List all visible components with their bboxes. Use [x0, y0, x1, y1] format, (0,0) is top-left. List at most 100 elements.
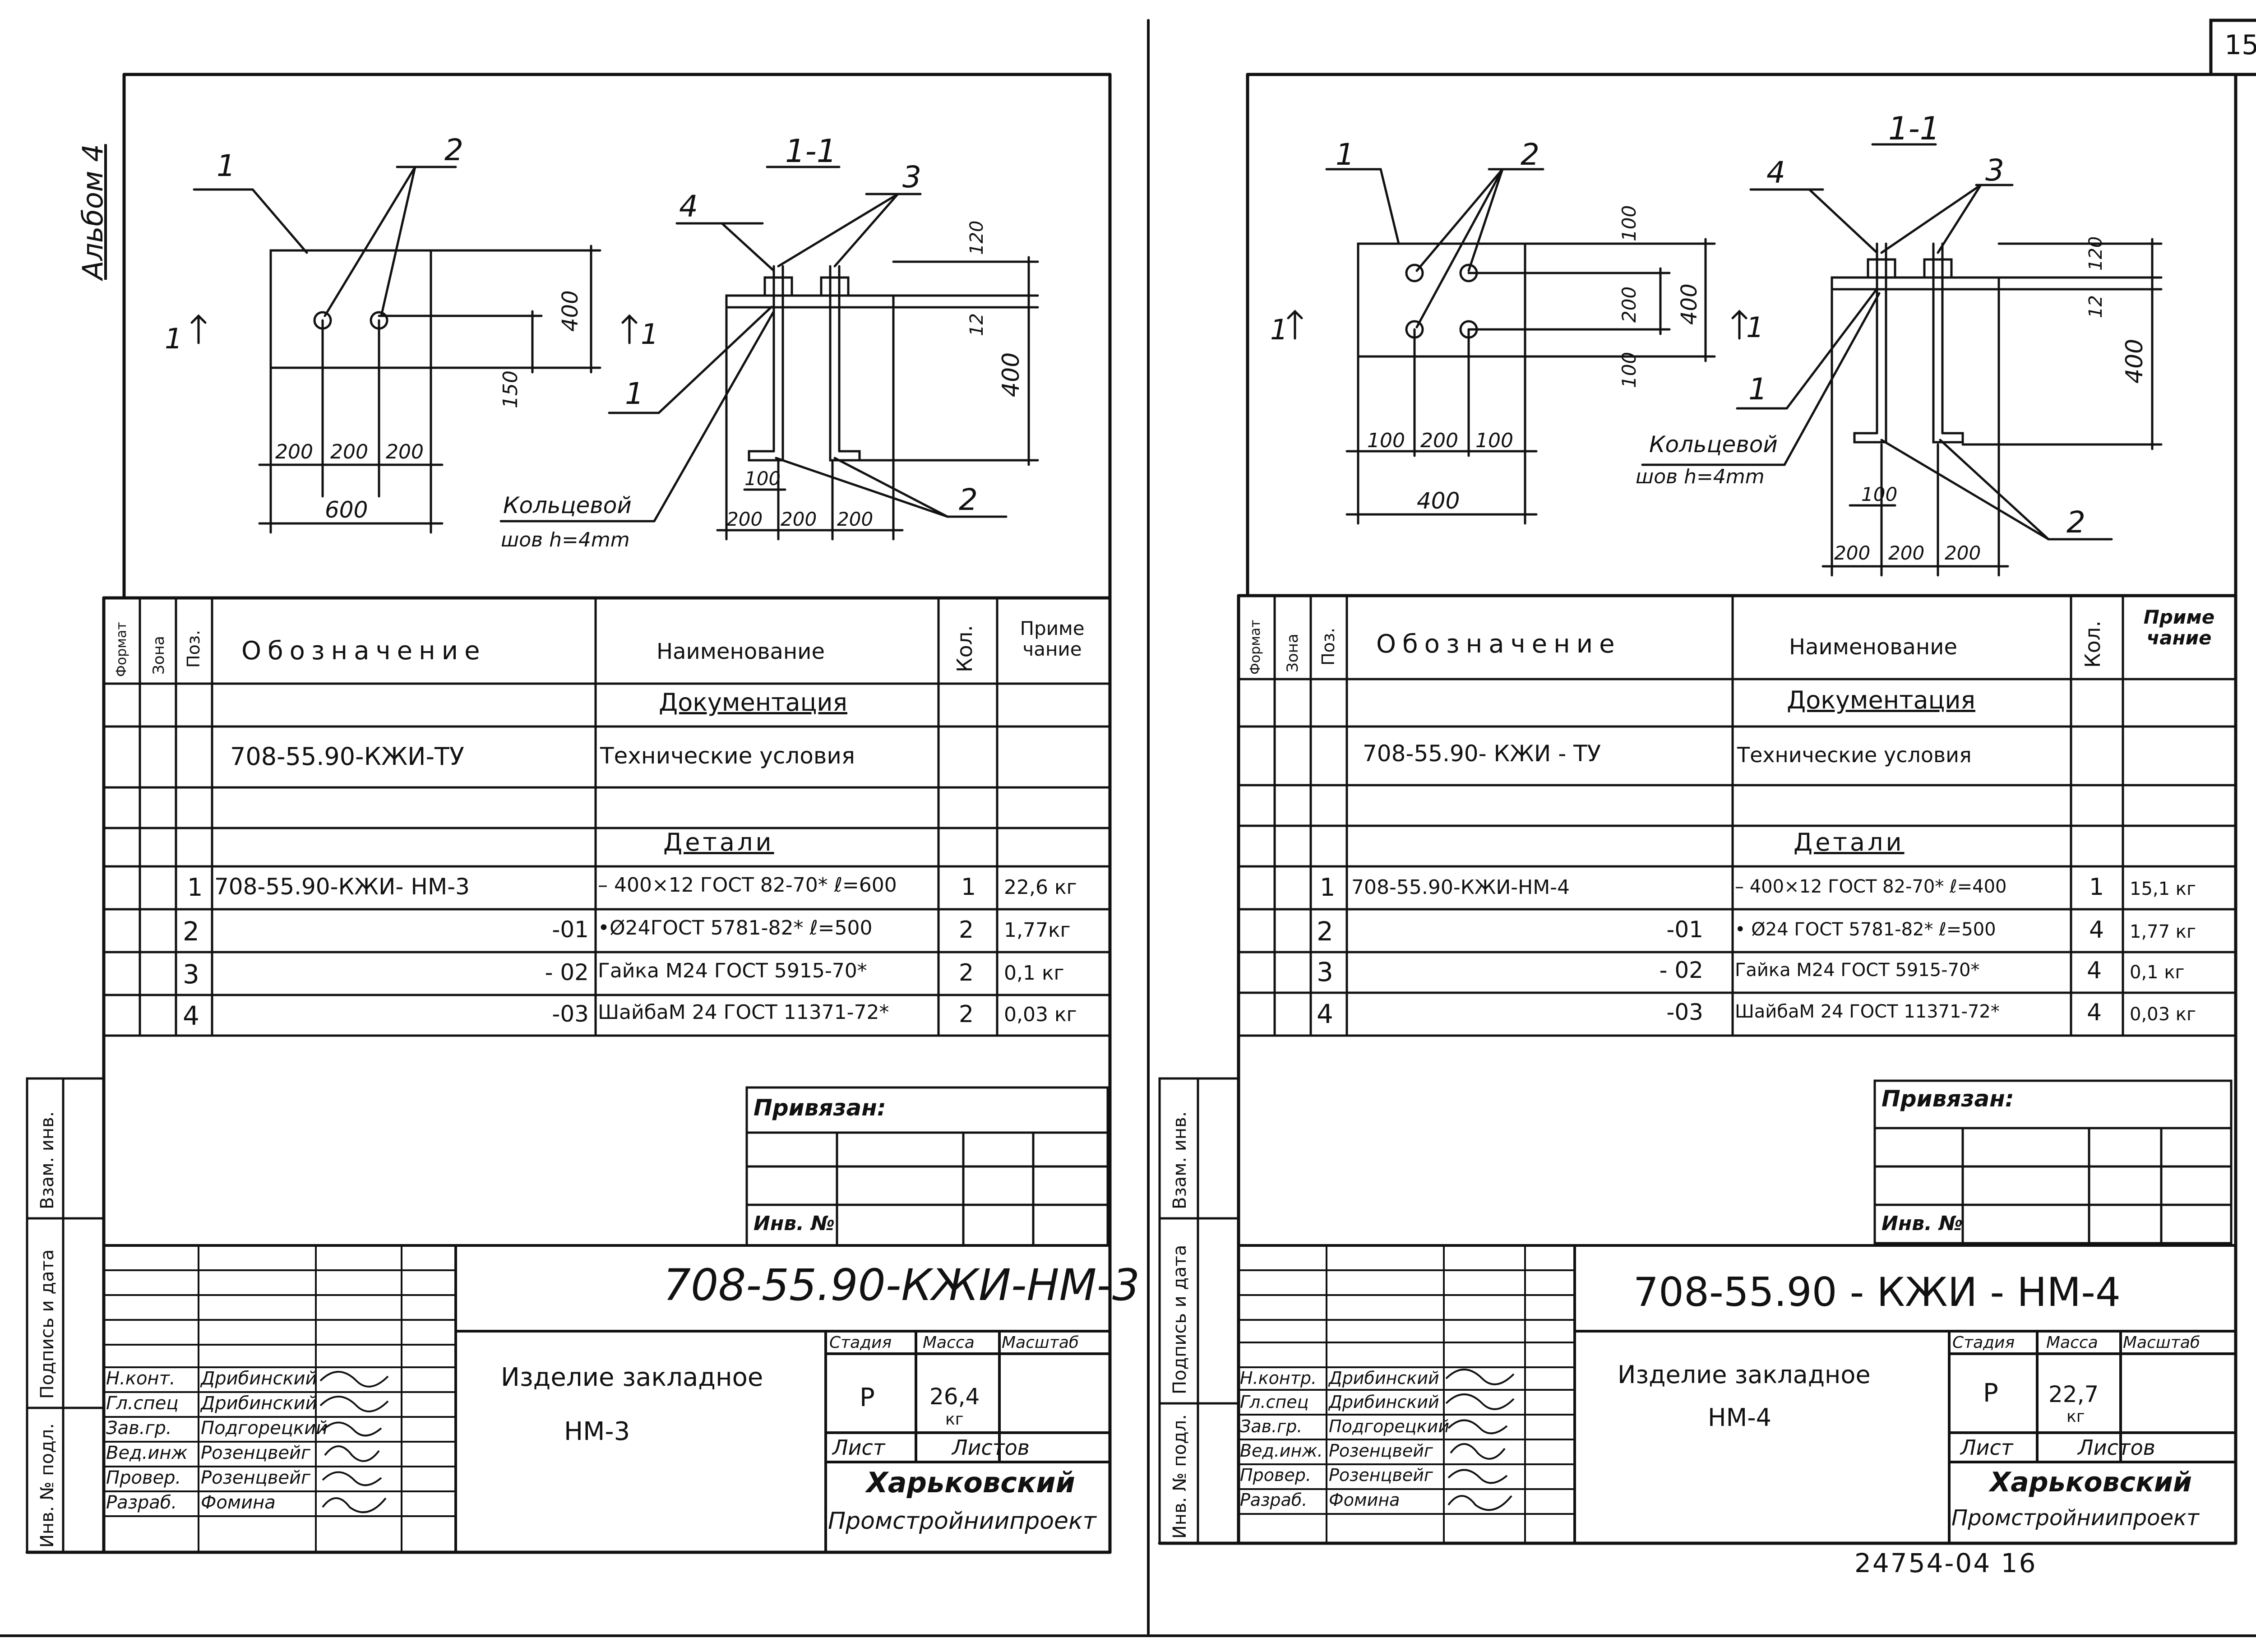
row-1-designation: 708-55.90-КЖИ- НМ-3: [214, 874, 470, 900]
row-2-name-right: • Ø24 ГОСТ 5781-82* ℓ=500: [1735, 919, 1996, 940]
massa-label: Масса: [923, 1333, 975, 1352]
role-3-name-right: Подгорецкий: [1329, 1416, 1450, 1436]
header-naimenovanie-right: Наименование: [1789, 634, 1958, 660]
callout-3: 3: [902, 160, 921, 194]
callout-2-right: 2: [1521, 137, 1539, 172]
role-1-name-right: Дрибинский: [1329, 1368, 1439, 1388]
dim-200-s1-right: 200: [1834, 542, 1871, 564]
masshtab-label: Масштаб: [1002, 1333, 1079, 1352]
stadiya-label: Стадия: [829, 1333, 892, 1352]
stadiya-value-right: Р: [1983, 1379, 1998, 1408]
cut-mark-right-right: 1: [1746, 311, 1764, 344]
role-2: Гл.спец: [106, 1393, 179, 1414]
row-1-qty: 1: [961, 874, 976, 901]
list-label-right: Лист: [1960, 1435, 2013, 1460]
dim-200-c: 200: [386, 440, 424, 463]
row-1-poz: 1: [187, 873, 203, 902]
organization-line-2-right: Промстройниипроект: [1951, 1505, 2199, 1531]
row-4-note-right: 0,03 кг: [2130, 1004, 2196, 1025]
row-3-name-right: Гайка М24 ГОСТ 5915-70*: [1735, 960, 1980, 981]
dim-600: 600: [325, 497, 368, 523]
callout-1-section: 1: [625, 376, 644, 411]
row-3-qty: 2: [959, 959, 974, 986]
row-1-qty-right: 1: [2089, 874, 2104, 901]
massa-value: 26,4: [929, 1384, 980, 1410]
role-3-name: Подгорецкий: [201, 1418, 328, 1439]
section-documentation-right: Документация: [1787, 686, 1975, 714]
header-oboznachenie-right: Обозначение: [1376, 629, 1621, 659]
doc-designation: 708-55.90-КЖИ-ТУ: [230, 742, 464, 771]
role-5-name: Розенцвейг: [201, 1467, 311, 1488]
stadiya-value: Р: [860, 1383, 875, 1412]
list-label: Лист: [832, 1435, 885, 1460]
row-2-qty: 2: [959, 916, 974, 944]
row-3-poz-right: 3: [1317, 957, 1333, 987]
dim-200-right: 200: [1420, 429, 1458, 452]
row-3-note: 0,1 кг: [1004, 962, 1064, 985]
massa-label-right: Масса: [2046, 1333, 2098, 1352]
drawing-code-right: 708-55.90 - КЖИ - НМ-4: [1633, 1269, 2121, 1315]
listov-label-right: Листов: [2078, 1435, 2155, 1460]
row-4-designation-right: -03: [1666, 999, 1703, 1025]
role-2-right: Гл.спец: [1240, 1392, 1309, 1412]
callout-3-right: 3: [1985, 153, 2004, 188]
role-5-right: Провер.: [1240, 1465, 1311, 1485]
item-name-line-1: Изделие закладное: [501, 1363, 763, 1392]
organization-line-2: Промстройниипроект: [828, 1508, 1096, 1535]
role-4-name-right: Розенцвейг: [1329, 1441, 1433, 1461]
doc-name-right: Технические условия: [1737, 743, 1972, 767]
massa-unit: кг: [945, 1410, 964, 1429]
section-documentation: Документация: [659, 688, 847, 717]
row-1-note: 22,6 кг: [1004, 876, 1077, 899]
organization-line-1: Харьковский: [866, 1466, 1075, 1499]
row-2-designation-right: -01: [1666, 916, 1703, 943]
header-primechanie-right: Приме чание: [2143, 606, 2215, 649]
row-1-poz-right: 1: [1320, 873, 1336, 902]
privyazan-label: Привязан:: [754, 1095, 886, 1121]
callout-1-section-right: 1: [1748, 372, 1767, 407]
doc-designation-right: 708-55.90- КЖИ - ТУ: [1363, 740, 1601, 767]
footer-code: 24754-04 16: [1854, 1548, 2037, 1578]
row-2-poz: 2: [183, 916, 199, 947]
section-label: 1-1: [785, 133, 837, 170]
inv-no-label-right: Инв. №: [1882, 1212, 1963, 1235]
header-primechanie: Приме чание: [1020, 617, 1085, 661]
section-label-right: 1-1: [1888, 110, 1940, 147]
section-parts-right: Детали: [1794, 828, 1905, 856]
callout-2-section: 2: [959, 482, 978, 517]
dim-200-s1: 200: [726, 508, 763, 530]
role-5-name-right: Розенцвейг: [1329, 1465, 1433, 1485]
callout-2-section-right: 2: [2066, 505, 2085, 540]
role-4-right: Вед.инж.: [1240, 1441, 1323, 1461]
role-6: Разраб.: [106, 1492, 177, 1513]
row-3-poz: 3: [183, 959, 199, 990]
role-6-name-right: Фомина: [1329, 1490, 1400, 1510]
dim-200-a: 200: [275, 440, 313, 463]
section-parts: Детали: [663, 828, 774, 856]
row-3-qty-right: 4: [2087, 957, 2102, 984]
role-5: Провер.: [106, 1467, 181, 1488]
drawing-code: 708-55.90-КЖИ-НМ-3: [663, 1260, 1140, 1310]
row-2-designation: -01: [552, 916, 589, 943]
dim-200-b: 200: [330, 440, 368, 463]
row-1-note-right: 15,1 кг: [2130, 879, 2196, 899]
row-4-poz-right: 4: [1317, 999, 1333, 1029]
callout-1-right: 1: [1336, 137, 1355, 172]
role-6-name: Фомина: [201, 1492, 276, 1513]
row-3-designation: - 02: [545, 959, 589, 986]
organization-line-1-right: Харьковский: [1990, 1467, 2192, 1498]
row-1-designation-right: 708-55.90-КЖИ-НМ-4: [1351, 876, 1570, 899]
masshtab-label-right: Масштаб: [2123, 1333, 2201, 1352]
item-name-line-2: НМ-3: [564, 1417, 630, 1446]
dim-200-s2-right: 200: [1888, 542, 1925, 564]
dim-100-a-right: 100: [1367, 429, 1405, 452]
cut-mark-left-right: 1: [1270, 313, 1288, 346]
row-4-poz: 4: [183, 1000, 199, 1031]
role-1: Н.конт.: [106, 1368, 176, 1389]
dim-100-section-right: 100: [1861, 483, 1898, 505]
weld-note-1-right: Кольцевой: [1649, 431, 1778, 458]
row-2-qty-right: 4: [2089, 916, 2104, 944]
weld-note-2-right: шов h=4mm: [1636, 465, 1765, 488]
